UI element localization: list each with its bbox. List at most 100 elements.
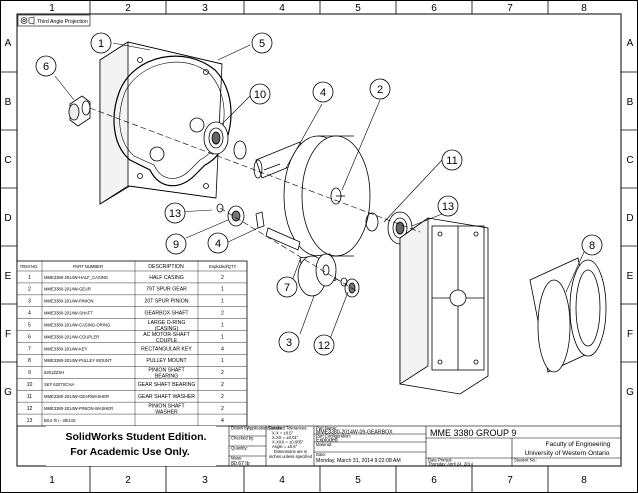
date-printed-label: Date Printed: bbox=[428, 458, 452, 463]
balloon-9: 9 bbox=[165, 233, 187, 255]
balloon-13-right: 13 bbox=[437, 195, 459, 217]
zone-col-7: 7 bbox=[507, 3, 513, 14]
spur-gear bbox=[283, 135, 371, 257]
bom-part-number: MME3380-2014W-KEY bbox=[44, 346, 88, 351]
zone-row-e-right: E bbox=[627, 271, 634, 282]
zone-row-f: F bbox=[5, 329, 11, 340]
svg-text:1: 1 bbox=[98, 38, 104, 50]
watermark-line-1: SolidWorks Student Edition. bbox=[66, 431, 207, 443]
zone-row-c-right: C bbox=[626, 155, 633, 166]
mass-value: 80.67 lb bbox=[231, 461, 250, 467]
bill-of-materials: ITEM NO. PART NUMBER DESCRIPTION Explode… bbox=[16, 260, 248, 427]
zone-row-d-right: D bbox=[626, 213, 633, 224]
watermark-line-2: For Academic Use Only. bbox=[70, 446, 190, 458]
bom-qty: 2 bbox=[221, 394, 224, 400]
bom-part-number: BS4 7in - 3th14S bbox=[44, 418, 76, 423]
zone-row-c: C bbox=[4, 155, 11, 166]
zone-col-6: 6 bbox=[431, 3, 437, 14]
balloon-10: 10 bbox=[249, 83, 271, 105]
material-label: Material: bbox=[316, 442, 332, 447]
bom-item-no: 8 bbox=[28, 358, 31, 364]
application-label: Application/Details: bbox=[247, 426, 283, 431]
bom-qty: 1 bbox=[221, 299, 224, 305]
gear-shaft-washer bbox=[233, 140, 247, 160]
balloon-12: 12 bbox=[313, 334, 335, 356]
bom-part-number: MME3380-2014W-PULLEY MOUNT bbox=[44, 358, 112, 363]
bom-description: RECTANGULAR KEY bbox=[141, 346, 192, 352]
projection-symbol-icon bbox=[20, 16, 35, 25]
bom-qty: 2 bbox=[221, 406, 224, 412]
coupler bbox=[68, 95, 91, 127]
zone-row-b-right: B bbox=[627, 97, 634, 108]
svg-text:6: 6 bbox=[43, 61, 49, 73]
svg-text:12: 12 bbox=[318, 340, 330, 352]
tolerance-line-1: X.X = ±0.5" bbox=[272, 431, 294, 436]
bom-qty: 1 bbox=[221, 322, 224, 328]
dimension-note: Dimensions are in inches unless specifie… bbox=[269, 450, 312, 458]
zone-col-4-bottom: 4 bbox=[279, 475, 285, 486]
svg-text:5: 5 bbox=[259, 38, 265, 50]
balloon-4-lower: 4 bbox=[207, 232, 229, 254]
svg-text:4: 4 bbox=[215, 238, 221, 250]
zone-col-3-bottom: 3 bbox=[202, 475, 208, 486]
bom-header-qty: Exploded/QTY. bbox=[209, 264, 237, 269]
bom-description: LARGE O-RING(CASING) bbox=[148, 320, 186, 332]
zone-row-d: D bbox=[4, 213, 11, 224]
zone-col-2-bottom: 2 bbox=[125, 475, 131, 486]
projection-label: Third Angle Projection bbox=[37, 19, 88, 25]
bom-item-no: 12 bbox=[27, 406, 33, 412]
balloon-3: 3 bbox=[278, 331, 300, 353]
svg-text:2: 2 bbox=[377, 84, 383, 96]
svg-text:11: 11 bbox=[446, 155, 457, 167]
bom-item-no: 2 bbox=[28, 287, 31, 293]
zone-row-a: A bbox=[5, 38, 12, 49]
balloon-5: 5 bbox=[251, 32, 273, 54]
bom-item-no: 5 bbox=[28, 322, 31, 328]
key bbox=[255, 211, 265, 229]
mass-label: Mass: bbox=[231, 456, 242, 461]
date-printed-value: Thursday, April 24, 2014 bbox=[428, 462, 474, 467]
bom-qty: 1 bbox=[221, 334, 224, 340]
checked-by-label: Checked by: bbox=[231, 436, 254, 441]
bom-item-no: 3 bbox=[28, 299, 31, 305]
balloon-11: 11 bbox=[441, 149, 463, 171]
pinion-shaft bbox=[265, 227, 301, 251]
student-edition-watermark: SolidWorks Student Edition. For Academic… bbox=[46, 426, 216, 466]
zone-col-6-bottom: 6 bbox=[431, 475, 437, 486]
zone-col-1-bottom: 1 bbox=[49, 475, 55, 486]
bom-qty: 4 bbox=[221, 418, 224, 424]
bom-description: GEAR SHAFT BEARING bbox=[138, 382, 196, 388]
center-lines bbox=[89, 107, 421, 293]
bom-header-item: ITEM NO. bbox=[20, 264, 39, 269]
svg-text:10: 10 bbox=[254, 89, 266, 101]
gear-washer-right bbox=[365, 212, 379, 232]
svg-text:4: 4 bbox=[320, 87, 326, 99]
svg-text:13: 13 bbox=[169, 208, 181, 220]
bom-item-no: 11 bbox=[27, 394, 32, 400]
bom-description: GEAR SHAFT WASHER bbox=[138, 394, 195, 400]
pinion-bearing-right bbox=[340, 277, 360, 298]
svg-text:3: 3 bbox=[286, 337, 292, 349]
bom-part-number: MME3380-2014W-HALF_CASING bbox=[44, 275, 108, 280]
zone-col-7-bottom: 7 bbox=[507, 475, 513, 486]
gear-shaft-bearing bbox=[203, 121, 229, 155]
part-config: Exploded bbox=[316, 438, 338, 444]
bom-description: HALF CASING bbox=[149, 275, 184, 281]
zone-row-a-right: A bbox=[627, 38, 634, 49]
pinion-bearing bbox=[227, 205, 245, 227]
svg-text:13: 13 bbox=[442, 201, 454, 213]
exploded-view bbox=[68, 41, 607, 395]
zone-row-b: B bbox=[5, 97, 12, 108]
bom-description: GEARBOX SHAFT bbox=[144, 311, 189, 317]
